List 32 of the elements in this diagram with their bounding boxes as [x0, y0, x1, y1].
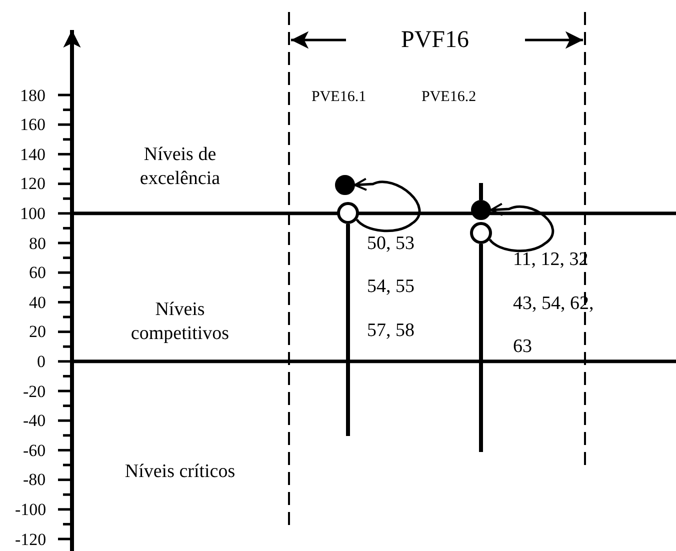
axis-tick-label: 60	[29, 264, 46, 282]
axis-tick-label: 160	[20, 116, 46, 134]
axis-tick-label: 100	[20, 204, 46, 222]
axis-tick-label: -20	[23, 382, 46, 400]
axis-tick-label: 80	[29, 234, 46, 252]
indicator-list: 54, 55	[367, 276, 414, 296]
indicator-list: 57, 58	[367, 320, 414, 340]
level-label: Níveis críticos	[124, 460, 236, 484]
filled-circle-marker	[471, 200, 491, 220]
column-label: PVE16.1	[312, 90, 366, 104]
level-label: Níveis de excelência	[138, 143, 222, 190]
indicator-list: 50, 53	[367, 234, 414, 252]
open-circle-marker	[470, 222, 492, 244]
axis-tick-label: 20	[29, 323, 46, 340]
axis-tick-label: -100	[15, 500, 46, 518]
axis-tick-label: 140	[20, 146, 46, 163]
axis-tick-label: 180	[20, 86, 46, 104]
filled-circle-marker	[335, 175, 355, 195]
axis-tick-label: -120	[15, 530, 46, 548]
axis-tick-label: -40	[23, 412, 46, 430]
axis-tick-label: 120	[20, 175, 46, 192]
axis-tick-label: -80	[23, 471, 46, 488]
span-label: PVF16	[401, 28, 470, 52]
axis-tick-label: -60	[23, 442, 46, 459]
axis-tick-label: 0	[37, 352, 46, 370]
level-label: Níveis competitivos	[130, 298, 230, 346]
column-label: PVE16.2	[422, 90, 476, 104]
indicator-list: 63	[513, 336, 532, 356]
axis-tick-label: 40	[29, 294, 46, 311]
curved-arrow	[488, 202, 554, 252]
curved-arrow	[354, 178, 421, 232]
open-circle-marker	[337, 202, 359, 224]
